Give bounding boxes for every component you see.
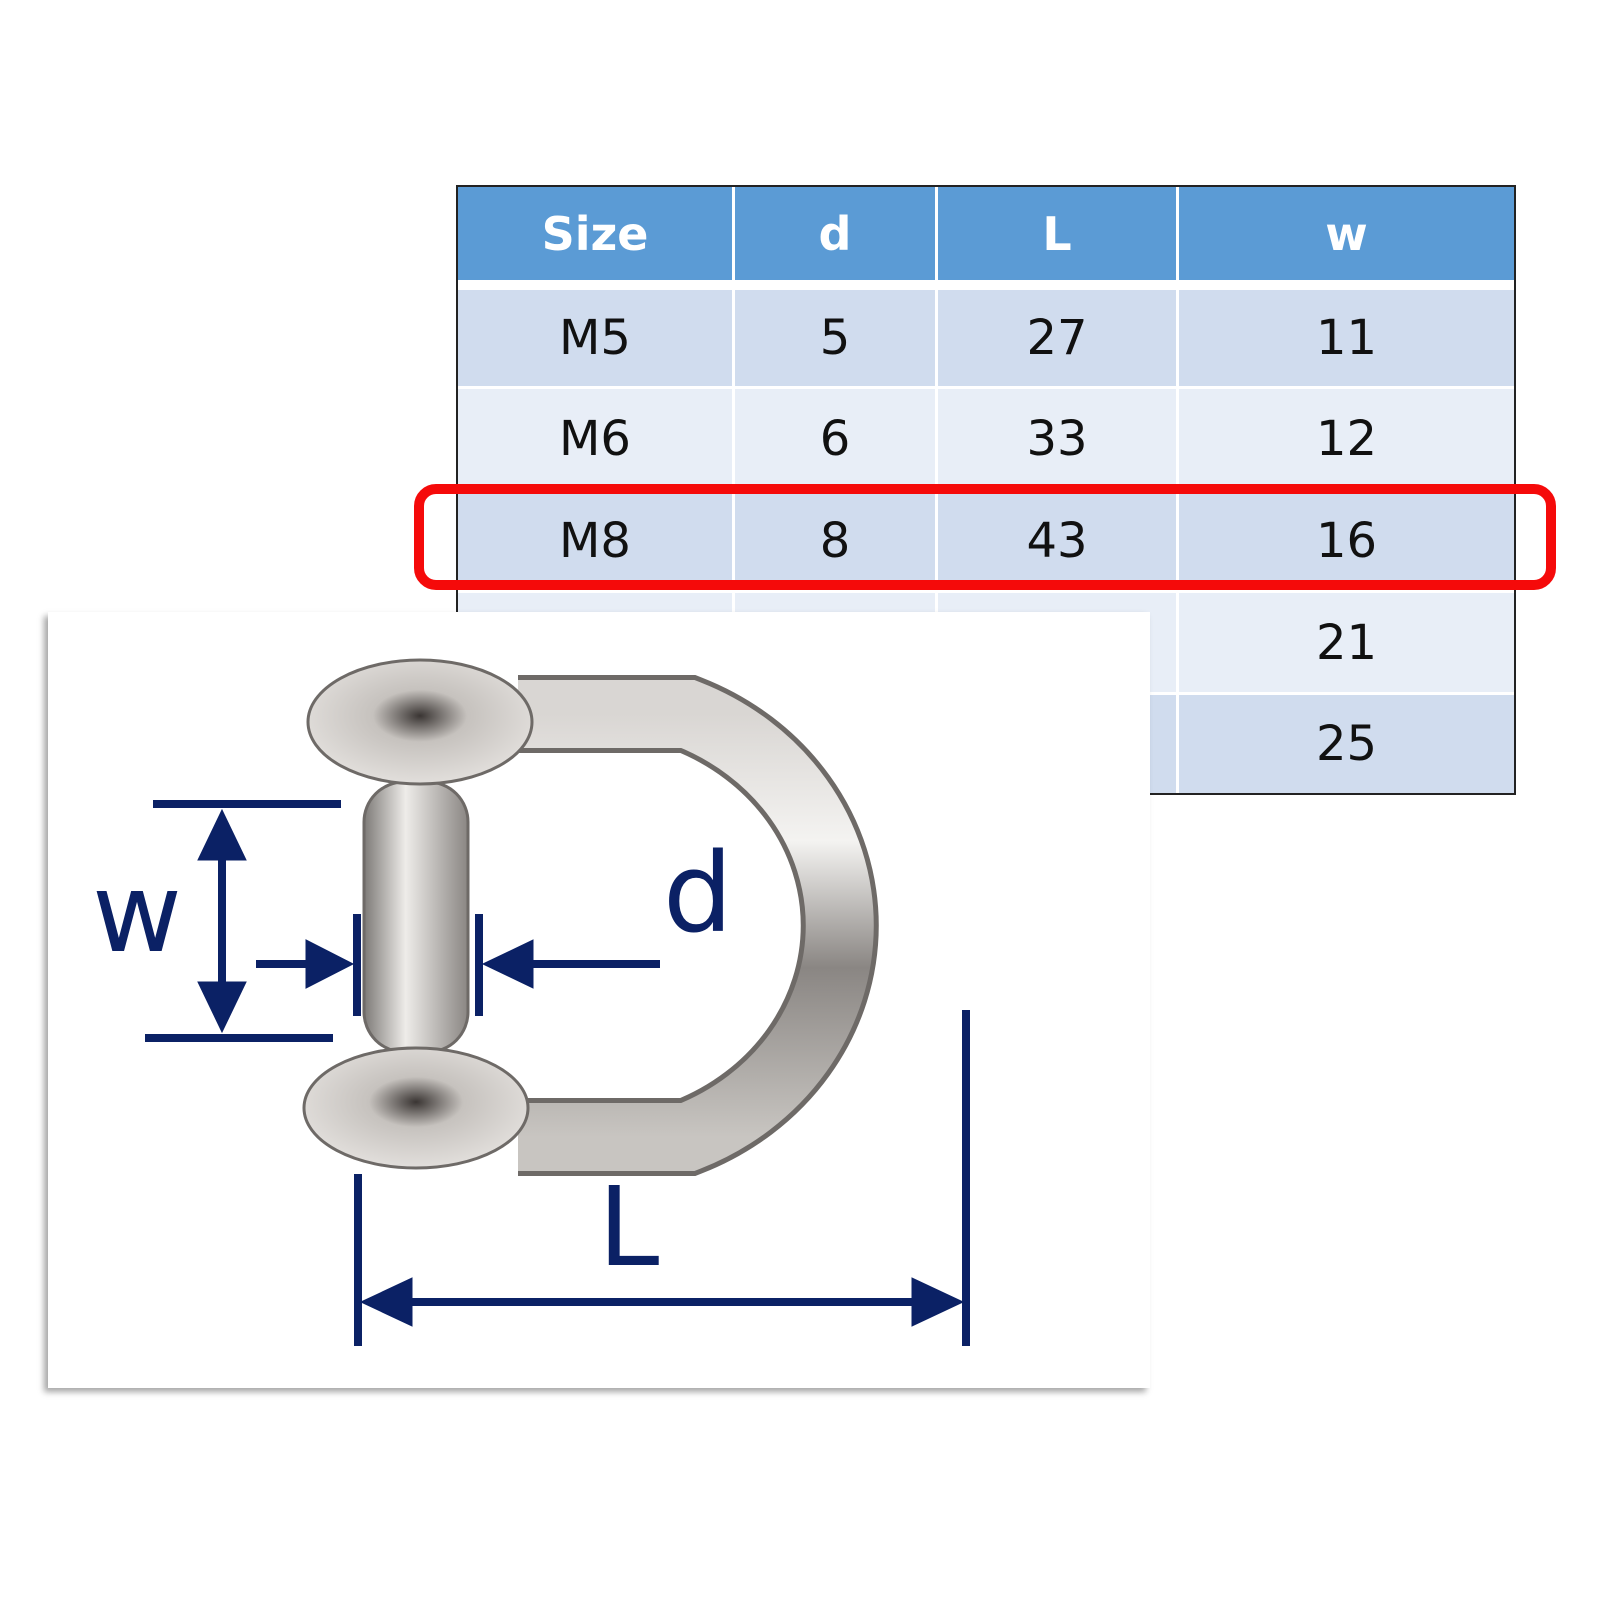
table-header: Size d L w — [458, 187, 1514, 280]
cell: 6 — [735, 389, 938, 488]
table-row-highlighted: M8 8 43 16 — [458, 491, 1514, 590]
highlight-box — [414, 484, 1556, 590]
shackle-diagram-panel: w d L — [48, 612, 1150, 1388]
cell: 16 — [1179, 491, 1514, 590]
w-label: w — [92, 849, 182, 977]
table-row: M5 5 27 11 — [458, 290, 1514, 386]
cell: 11 — [1179, 290, 1514, 386]
table-row: M6 6 33 12 — [458, 389, 1514, 488]
cell: M5 — [458, 290, 735, 386]
cell: M8 — [458, 491, 735, 590]
cell: 8 — [735, 491, 938, 590]
cell: M6 — [458, 389, 735, 488]
cell: 5 — [735, 290, 938, 386]
header-d: d — [735, 187, 938, 280]
l-label: L — [598, 1163, 660, 1291]
d-label: d — [663, 829, 733, 957]
shackle-body — [302, 658, 879, 1176]
cell: 33 — [938, 389, 1179, 488]
cell: 21 — [1179, 593, 1514, 692]
header-l: L — [938, 187, 1179, 280]
cell: 43 — [938, 491, 1179, 590]
header-size: Size — [458, 187, 735, 280]
cell: 12 — [1179, 389, 1514, 488]
cell: 27 — [938, 290, 1179, 386]
header-w: w — [1179, 187, 1514, 280]
dimension-lines — [145, 800, 970, 1346]
shackle-illustration — [145, 658, 970, 1346]
cell: 25 — [1179, 695, 1514, 793]
